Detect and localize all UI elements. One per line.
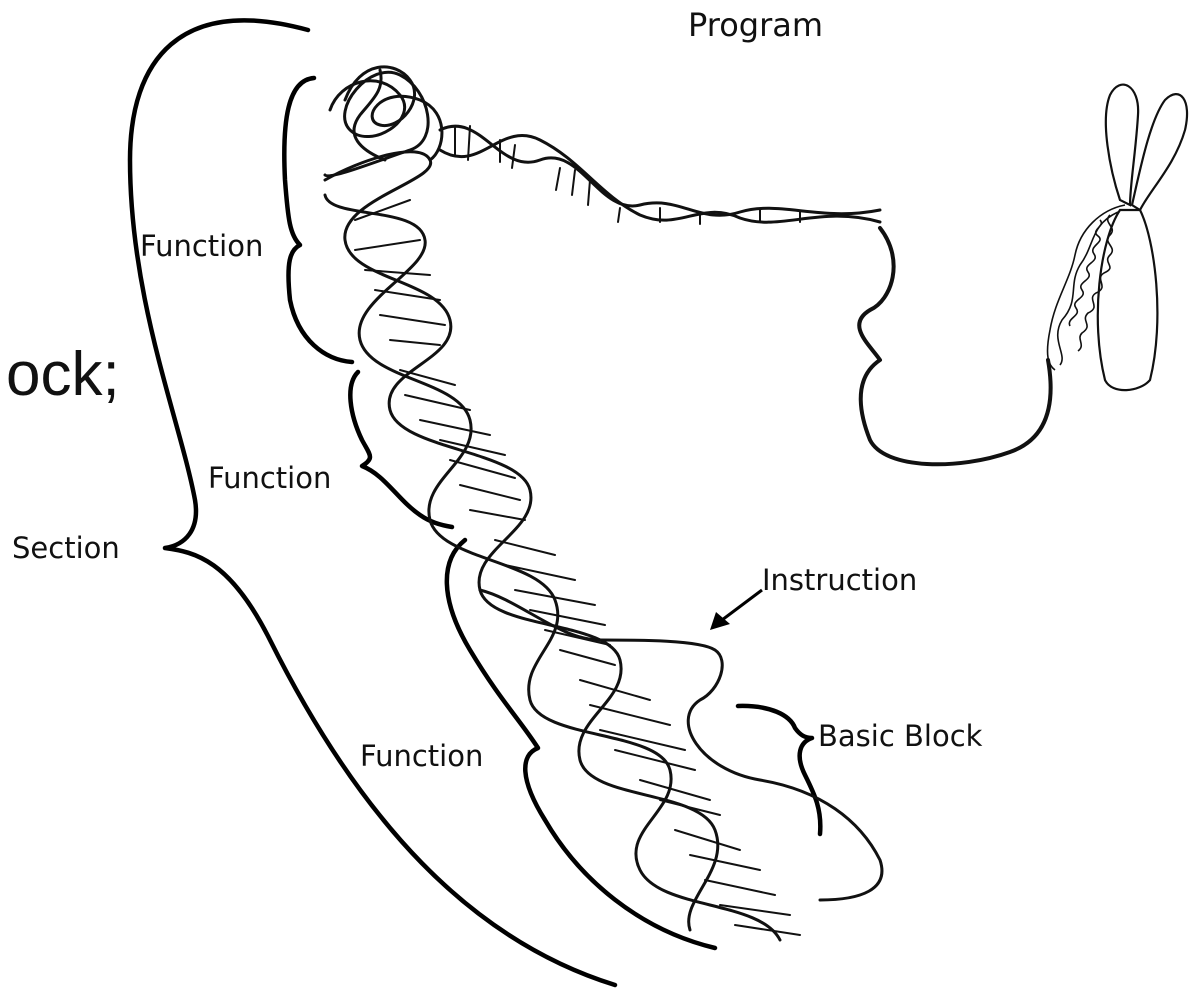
function-brace-2 xyxy=(350,372,452,527)
chromosome-right-arm xyxy=(1132,94,1187,210)
basic-block-brace xyxy=(738,706,820,834)
upper-helix xyxy=(440,126,880,224)
main-helix-rungs xyxy=(355,200,800,935)
chromosome xyxy=(1048,85,1188,391)
instruction-label: Instruction xyxy=(762,563,917,597)
function-brace-1 xyxy=(284,78,352,362)
section-label: Section xyxy=(12,531,120,565)
function-label-1: Function xyxy=(140,229,263,263)
dna-thread xyxy=(859,228,1050,464)
program-label: Program xyxy=(688,6,823,44)
function-label-2: Function xyxy=(208,461,331,495)
basic-block-label: Basic Block xyxy=(818,719,983,753)
helix-strand-a xyxy=(325,152,718,930)
main-helix xyxy=(325,152,882,940)
section-brace xyxy=(130,20,615,985)
cropped-slide-text: ock; xyxy=(6,340,120,409)
chromosome-lower-body xyxy=(1098,210,1158,390)
dna-knot xyxy=(325,67,442,176)
chromosome-left-arm xyxy=(1106,85,1138,205)
instruction-arrow xyxy=(710,590,762,630)
function-label-3: Function xyxy=(360,739,483,773)
